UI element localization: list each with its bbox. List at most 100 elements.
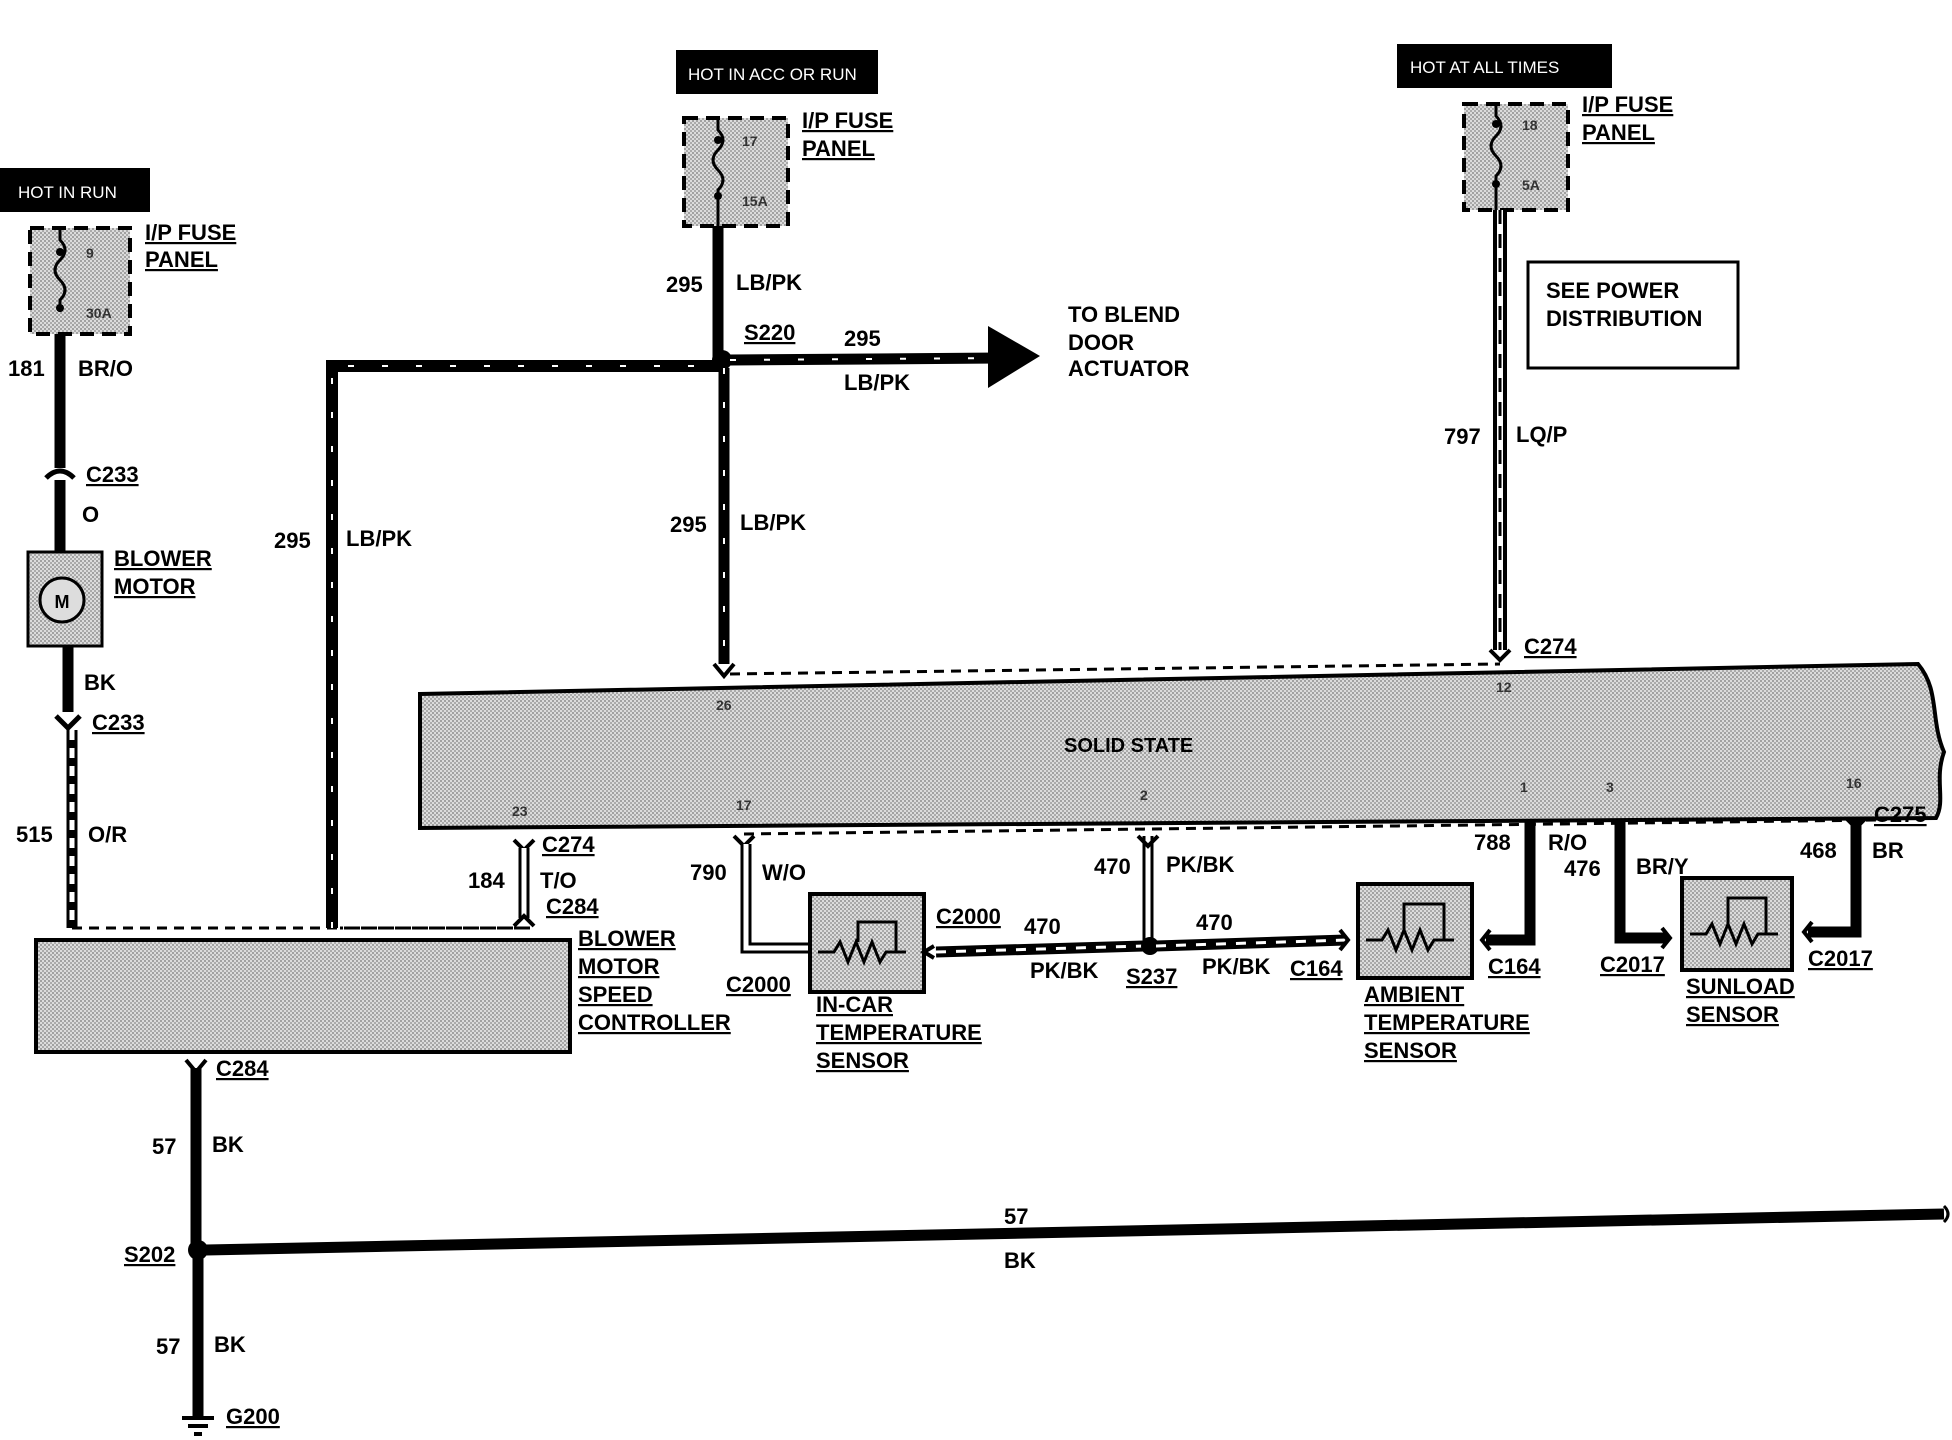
wire-184-num: 184 — [468, 868, 505, 893]
fuse-panel-run-label-1: I/P FUSE — [145, 220, 236, 245]
blower-motor-speed-controller — [34, 938, 572, 1054]
in-car-temperature-sensor — [808, 892, 926, 994]
fuse-panel-all: 18 5A — [1462, 102, 1570, 212]
svg-text:M: M — [55, 592, 70, 612]
c275-label: C275 — [1874, 802, 1927, 827]
fuse-panel-all-label-1: I/P FUSE — [1582, 92, 1673, 117]
wire-476-color: BR/Y — [1636, 854, 1689, 879]
wire-57-bottom-num: 57 — [156, 1334, 180, 1359]
wire-295-top-color: LB/PK — [736, 270, 802, 295]
sunload-label-1: SUNLOAD — [1686, 974, 1795, 999]
c233-bottom-label: C233 — [92, 710, 145, 735]
svg-text:HOT IN RUN: HOT IN RUN — [18, 183, 117, 202]
c164-right-label: C164 — [1488, 954, 1541, 979]
splice-s202 — [188, 1240, 208, 1260]
ambient-label-3: SENSOR — [1364, 1038, 1457, 1063]
hot-at-all-times-tag: HOT AT ALL TIMES — [1397, 44, 1612, 88]
c2017-right-label: C2017 — [1808, 946, 1873, 971]
wire-515-color: O/R — [88, 822, 127, 847]
fuse-panel-acc: 17 15A — [682, 116, 790, 228]
fuse-panel-run: 9 30A — [28, 226, 132, 336]
wire-470-right-color: PK/BK — [1202, 954, 1271, 979]
s202-label: S202 — [124, 1242, 175, 1267]
fuse-panel-acc-label-2: PANEL — [802, 136, 875, 161]
wire-470-left-color: PK/BK — [1030, 958, 1099, 983]
bmsc-label-1: BLOWER — [578, 926, 676, 951]
c233-top-label: C233 — [86, 462, 139, 487]
c284-bottom-label: C284 — [216, 1056, 269, 1081]
c274-bottom-label: C274 — [542, 832, 595, 857]
wire-57-long-num: 57 — [1004, 1204, 1028, 1229]
in-car-label-2: TEMPERATURE — [816, 1020, 982, 1045]
blend-door-label-2: DOOR — [1068, 330, 1134, 355]
c284-top-label: C284 — [546, 894, 599, 919]
in-car-label-1: IN-CAR — [816, 992, 893, 1017]
splice-s220 — [712, 350, 732, 370]
c2000-right-label: C2000 — [936, 904, 1001, 929]
blower-motor: M — [26, 550, 104, 648]
hot-in-run-tag: HOT IN RUN — [0, 168, 150, 212]
svg-text:17: 17 — [742, 133, 758, 149]
fuse-panel-all-label-2: PANEL — [1582, 120, 1655, 145]
blower-motor-label-2: MOTOR — [114, 574, 196, 599]
bmsc-label-2: MOTOR — [578, 954, 660, 979]
pin-17: 17 — [736, 797, 752, 813]
svg-text:30A: 30A — [86, 305, 112, 321]
wire-468-num: 468 — [1800, 838, 1837, 863]
wire-790-color: W/O — [762, 860, 806, 885]
wire-295-mid-color: LB/PK — [740, 510, 806, 535]
wire-797-color: LQ/P — [1516, 422, 1567, 447]
sunload-label-2: SENSOR — [1686, 1002, 1779, 1027]
sunload-sensor — [1680, 876, 1794, 972]
wire-295-top-num: 295 — [666, 272, 703, 297]
c164-left-label: C164 — [1290, 956, 1343, 981]
svg-text:18: 18 — [1522, 117, 1538, 133]
blower-motor-label-1: BLOWER — [114, 546, 212, 571]
svg-text:9: 9 — [86, 245, 94, 261]
wire-295-mid-num: 295 — [670, 512, 707, 537]
connector-c233-bottom — [54, 714, 82, 732]
svg-text:DISTRIBUTION: DISTRIBUTION — [1546, 306, 1702, 331]
pin-23: 23 — [512, 803, 528, 819]
wire-470-left-num: 470 — [1024, 914, 1061, 939]
ambient-label-1: AMBIENT — [1364, 982, 1465, 1007]
c2000-left-label: C2000 — [726, 972, 791, 997]
solid-state-module — [418, 661, 1947, 831]
wire-470-vert-num: 470 — [1094, 854, 1131, 879]
wire-57-top-num: 57 — [152, 1134, 176, 1159]
bmsc-label-3: SPEED — [578, 982, 653, 1007]
wire-c233-color: O — [82, 502, 99, 527]
wire-470-right-num: 470 — [1196, 910, 1233, 935]
to-blend-door-arrow — [988, 326, 1040, 388]
svg-text:SEE POWER: SEE POWER — [1546, 278, 1679, 303]
wire-295-left-num: 295 — [274, 528, 311, 553]
pin-3: 3 — [1606, 779, 1614, 795]
wire-788-num: 788 — [1474, 830, 1511, 855]
hot-in-acc-tag: HOT IN ACC OR RUN — [676, 50, 878, 94]
wire-788-color: R/O — [1548, 830, 1587, 855]
blend-door-label-1: TO BLEND — [1068, 302, 1180, 327]
wire-57-long-color: BK — [1004, 1248, 1036, 1273]
pin-1: 1 — [1520, 779, 1528, 795]
wire-476-num: 476 — [1564, 856, 1601, 881]
wire-184-color: T/O — [540, 868, 577, 893]
wire-181-color: BR/O — [78, 356, 133, 381]
wire-790-num: 790 — [690, 860, 727, 885]
svg-text:HOT AT ALL TIMES: HOT AT ALL TIMES — [1410, 58, 1559, 77]
wire-295-right-num: 295 — [844, 326, 881, 351]
ambient-label-2: TEMPERATURE — [1364, 1010, 1530, 1035]
wire-181-num: 181 — [8, 356, 45, 381]
svg-text:15A: 15A — [742, 193, 768, 209]
g200-label: G200 — [226, 1404, 280, 1429]
pin-12: 12 — [1496, 679, 1512, 695]
wire-295-right-color: LB/PK — [844, 370, 910, 395]
c274-top-label: C274 — [1524, 634, 1577, 659]
pin-16: 16 — [1846, 775, 1862, 791]
ground-g200-symbol — [182, 1416, 214, 1436]
wire-57-top-color: BK — [212, 1132, 244, 1157]
fuse-panel-acc-label-1: I/P FUSE — [802, 108, 893, 133]
splice-s237 — [1141, 937, 1159, 955]
s237-label: S237 — [1126, 964, 1177, 989]
s220-label: S220 — [744, 320, 795, 345]
